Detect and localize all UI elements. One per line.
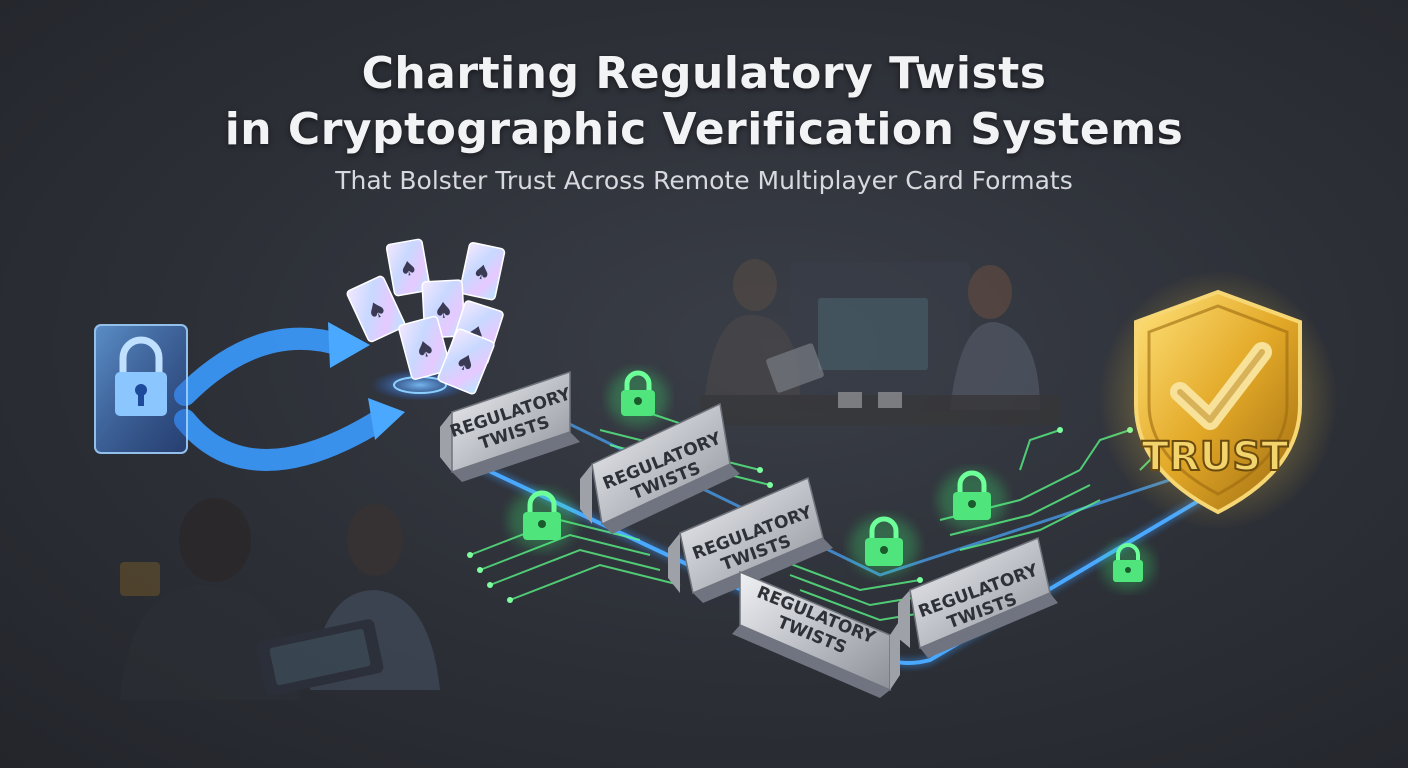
playing-card-icon: ♠	[398, 315, 451, 380]
regulatory-sign: REGULATORY TWISTS	[732, 570, 900, 698]
lock-icon	[115, 336, 167, 416]
playing-card-icon: ♠	[437, 328, 495, 395]
lock-icon	[850, 516, 918, 576]
regulatory-sign: REGULATORY TWISTS	[668, 476, 833, 603]
trust-shield: TRUST	[1098, 270, 1338, 530]
lock-box	[94, 324, 188, 454]
trust-label: TRUST	[1142, 434, 1289, 480]
lock-icon	[1102, 542, 1154, 590]
regulatory-sign: REGULATORY TWISTS	[580, 402, 740, 534]
background-scene	[120, 259, 1060, 700]
subtitle: That Bolster Trust Across Remote Multipl…	[335, 166, 1073, 195]
playing-card-icon: ♠	[459, 241, 506, 301]
playing-cards: ♠ ♠ ♠ ♠ ♠ ♠ ♠	[346, 238, 506, 395]
title-line-1: Charting Regulatory Twists	[361, 48, 1047, 99]
regulatory-sign: REGULATORY TWISTS	[898, 536, 1058, 658]
flow-arrows	[174, 322, 405, 471]
lock-icon	[508, 490, 576, 550]
playing-card-icon: ♠	[346, 275, 406, 343]
title-line-2: in Cryptographic Verification Systems	[224, 104, 1184, 155]
spade-icon: ♠	[471, 259, 494, 286]
spade-icon: ♠	[397, 255, 419, 282]
regulatory-sign: REGULATORY TWISTS	[440, 370, 580, 482]
spade-icon: ♠	[433, 298, 454, 324]
green-locks	[508, 370, 1154, 590]
playing-card-icon: ♠	[385, 238, 431, 297]
lock-icon	[608, 370, 668, 426]
lock-icon	[938, 470, 1006, 530]
